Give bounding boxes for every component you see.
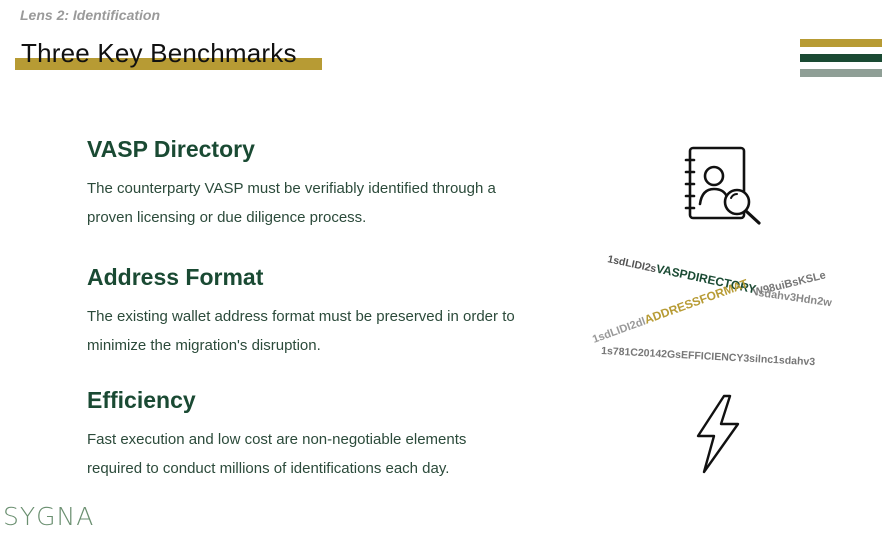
decorative-stripes <box>800 39 882 84</box>
sygna-logo: SYGNA <box>3 502 95 531</box>
section-body: The counterparty VASP must be verifiably… <box>87 175 567 232</box>
section-address-format: Address Format The existing wallet addre… <box>87 264 567 360</box>
svg-text:1sdLIDI2dlADDRESSFORMAT: 1sdLIDI2dlADDRESSFORMAT <box>590 276 750 346</box>
wordcloud-text: 1sdLIDI2s <box>606 253 657 275</box>
address-wordcloud: 1sdLIDI2sVASPDIRECTORY W98uiBsKSLe sdahv… <box>590 253 833 368</box>
section-body: The existing wallet address format must … <box>87 303 567 360</box>
page-title: Three Key Benchmarks <box>21 38 297 68</box>
lens-label: Lens 2: Identification <box>20 7 161 23</box>
section-line: proven licensing or due diligence proces… <box>87 208 367 226</box>
stripe-gray <box>800 69 882 77</box>
address-book-search-icon <box>684 146 761 225</box>
section-line: The existing wallet address format must … <box>87 308 515 325</box>
section-efficiency: Efficiency Fast execution and low cost a… <box>87 387 567 483</box>
lightning-bolt-icon <box>696 394 740 474</box>
wordcloud-text: 1s781C20142GsEFFICIENCY3silnc1sdahv3 <box>601 345 816 368</box>
wordcloud-text: sdahv3Hdn2w <box>758 287 833 309</box>
title-underline-bar <box>15 58 322 70</box>
stripe-green <box>800 54 882 62</box>
section-line: required to conduct millions of identifi… <box>87 459 450 477</box>
section-line: minimize the migration's disruption. <box>87 336 321 354</box>
section-heading: Address Format <box>87 264 264 290</box>
section-heading: VASP Directory <box>87 136 255 162</box>
section-line: The counterparty VASP must be verifiably… <box>87 180 496 197</box>
stripe-gold <box>800 39 882 47</box>
section-line: Fast execution and low cost are non-nego… <box>87 431 467 448</box>
section-vasp-directory: VASP Directory The counterparty VASP mus… <box>87 136 567 232</box>
section-body: Fast execution and low cost are non-nego… <box>87 426 567 483</box>
wordcloud-text: 1sdLIDI2dl <box>591 316 647 346</box>
section-heading: Efficiency <box>87 387 196 413</box>
